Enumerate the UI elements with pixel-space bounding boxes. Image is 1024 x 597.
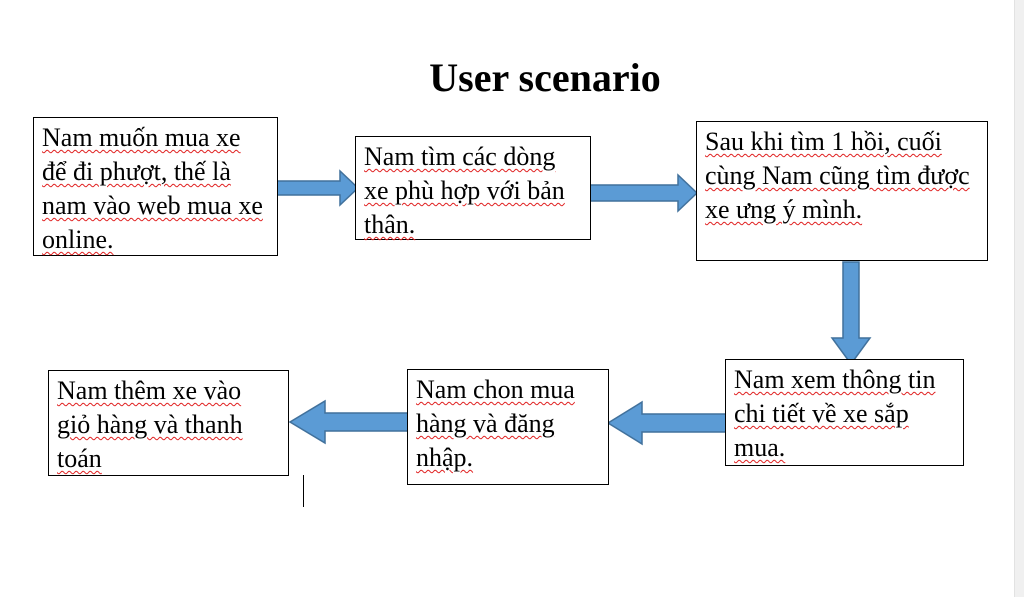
arrow-step3-to-step4: [830, 261, 872, 366]
step-text-5: Nam chon mua hàng và đăng nhập.: [416, 375, 575, 472]
arrow-step5-to-step6: [288, 399, 410, 445]
step-box-3[interactable]: Sau khi tìm 1 hồi, cuối cùng Nam cũng tì…: [696, 121, 988, 261]
arrow-step1-to-step2: [271, 169, 360, 207]
step-box-6[interactable]: Nam thêm xe vào giỏ hàng và thanh toán: [48, 370, 289, 476]
arrow-step4-to-step5: [606, 400, 728, 446]
step-text-4: Nam xem thông tin chi tiết về xe sắp mua…: [734, 365, 936, 462]
step-text-2: Nam tìm các dòng xe phù hợp với bản thân…: [364, 142, 565, 239]
step-box-4[interactable]: Nam xem thông tin chi tiết về xe sắp mua…: [725, 359, 964, 466]
step-box-5[interactable]: Nam chon mua hàng và đăng nhập.: [407, 369, 609, 485]
vertical-scrollbar[interactable]: [1014, 0, 1024, 597]
step-text-6: Nam thêm xe vào giỏ hàng và thanh toán: [57, 376, 243, 473]
step-text-3: Sau khi tìm 1 hồi, cuối cùng Nam cũng tì…: [705, 127, 970, 224]
step-text-1: Nam muốn mua xe để đi phượt, thế là nam …: [42, 123, 263, 254]
step-box-1[interactable]: Nam muốn mua xe để đi phượt, thế là nam …: [33, 117, 278, 256]
arrow-step2-to-step3: [589, 173, 699, 213]
diagram-title: User scenario: [429, 55, 661, 100]
step-box-2[interactable]: Nam tìm các dòng xe phù hợp với bản thân…: [355, 136, 591, 240]
text-cursor: [303, 475, 304, 507]
